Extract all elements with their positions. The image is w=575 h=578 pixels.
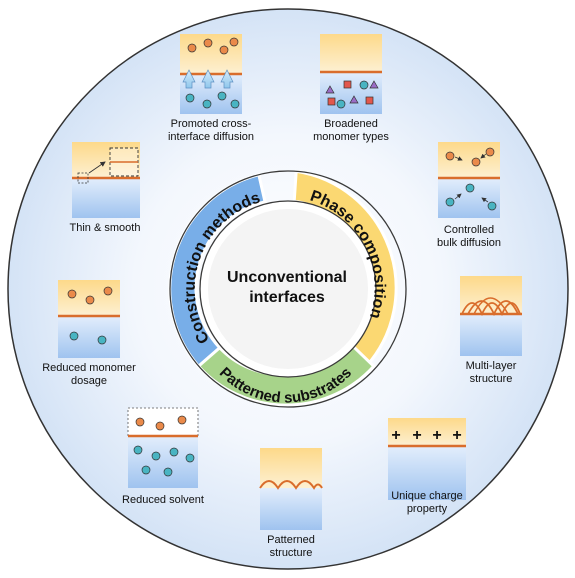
label-unique-charge: Unique charge property — [391, 490, 463, 515]
label-patterned-structure: Patterned structure — [267, 534, 315, 559]
icon-reduced-monomer — [58, 280, 120, 358]
icon-promoted-diffusion — [180, 34, 242, 114]
icon-broadened-monomers — [320, 34, 382, 114]
charge-plus-1: + — [391, 427, 400, 444]
label-thin-smooth: Thin & smooth — [69, 222, 141, 234]
icon-controlled-diffusion — [438, 142, 500, 218]
label-multilayer: Multi-layer structure — [465, 360, 517, 385]
label-reduced-monomer: Reduced monomer dosage — [42, 362, 136, 387]
label-controlled-diffusion: Controlled bulk diffusion — [436, 224, 501, 249]
segment-ring-outline — [169, 170, 407, 408]
charge-plus-3: + — [432, 427, 441, 444]
center-title: Unconventional interfaces — [226, 269, 347, 306]
label-broadened-monomers: Broadened monomer types — [313, 118, 389, 143]
charge-plus-4: + — [452, 427, 461, 444]
icon-thin-smooth — [72, 142, 140, 218]
center-inner-shade — [208, 209, 368, 369]
icon-unique-charge: + + + + — [388, 418, 466, 500]
label-reduced-solvent: Reduced solvent — [122, 494, 204, 506]
icon-patterned-structure — [259, 448, 323, 530]
charge-plus-2: + — [412, 427, 421, 444]
icon-reduced-solvent — [127, 407, 199, 488]
label-promoted-diffusion: Promoted cross- interface diffusion — [167, 118, 255, 143]
icon-multilayer — [460, 276, 522, 356]
